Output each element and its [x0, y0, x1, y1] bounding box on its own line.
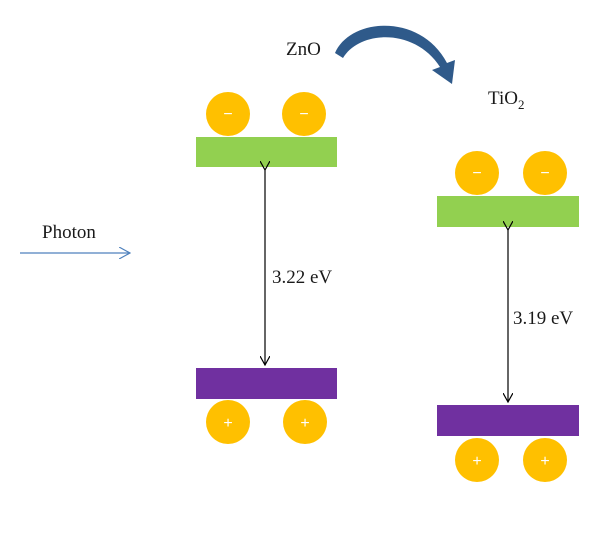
- zno-electron-1: −: [206, 92, 250, 136]
- zno-hole-2-sign: +: [300, 415, 309, 432]
- tio2-conduction-band: [437, 196, 579, 227]
- tio2-electron-2: −: [523, 151, 567, 195]
- zno-electron-2-sign: −: [299, 106, 308, 123]
- zno-electron-1-sign: −: [223, 106, 232, 123]
- tio2-electron-1: −: [455, 151, 499, 195]
- zno-valence-band: [196, 368, 337, 399]
- tio2-hole-2-sign: +: [540, 453, 549, 470]
- zno-electron-2-circle: [282, 92, 326, 136]
- tio2-label-subscript: 2: [518, 97, 525, 112]
- tio2-gap-label: 3.19 eV: [513, 308, 573, 329]
- zno-hole-2-circle: [283, 400, 327, 444]
- zno-electron-1-circle: [206, 92, 250, 136]
- tio2-electron-1-circle: [455, 151, 499, 195]
- zno-hole-1: +: [206, 400, 250, 444]
- tio2-label: TiO2: [488, 88, 524, 112]
- tio2-valence-band: [437, 405, 579, 436]
- zno-conduction-band: [196, 137, 337, 167]
- zno-electron-2: −: [282, 92, 326, 136]
- zno-gap-label: 3.22 eV: [272, 267, 332, 288]
- tio2-label-base: TiO: [488, 88, 518, 109]
- electron-transfer-arrow: [335, 25, 455, 85]
- tio2-electron-1-sign: −: [472, 165, 481, 182]
- zno-label: ZnO: [286, 39, 321, 60]
- tio2-hole-2-circle: [523, 438, 567, 482]
- tio2-electron-2-sign: −: [540, 165, 549, 182]
- tio2-hole-1-circle: [455, 438, 499, 482]
- tio2-hole-1: +: [455, 438, 499, 482]
- zno-hole-1-sign: +: [223, 415, 232, 432]
- photon-label: Photon: [42, 222, 96, 243]
- zno-hole-2: +: [283, 400, 327, 444]
- tio2-hole-2: +: [523, 438, 567, 482]
- zno-hole-1-circle: [206, 400, 250, 444]
- tio2-electron-2-circle: [523, 151, 567, 195]
- tio2-hole-1-sign: +: [472, 453, 481, 470]
